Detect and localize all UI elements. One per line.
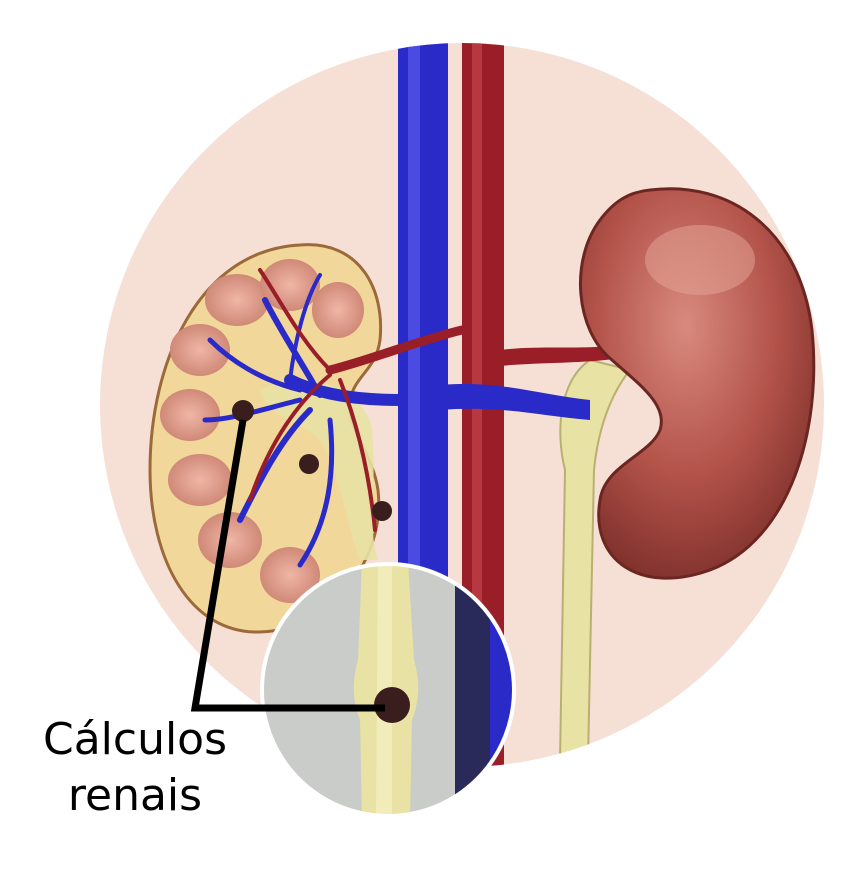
ureter-stone xyxy=(374,687,410,723)
kidney-stones-label-line2: renais xyxy=(67,770,203,821)
pointer-line xyxy=(190,419,385,712)
right-kidney xyxy=(579,187,816,580)
kidney-stone xyxy=(372,501,392,521)
right-renal-artery xyxy=(500,345,622,366)
kidney-stone xyxy=(299,454,319,474)
kidney-stone xyxy=(232,400,254,422)
kidney-stones-label-line1: Cálculos xyxy=(42,714,228,765)
right-renal-vein xyxy=(440,383,590,420)
